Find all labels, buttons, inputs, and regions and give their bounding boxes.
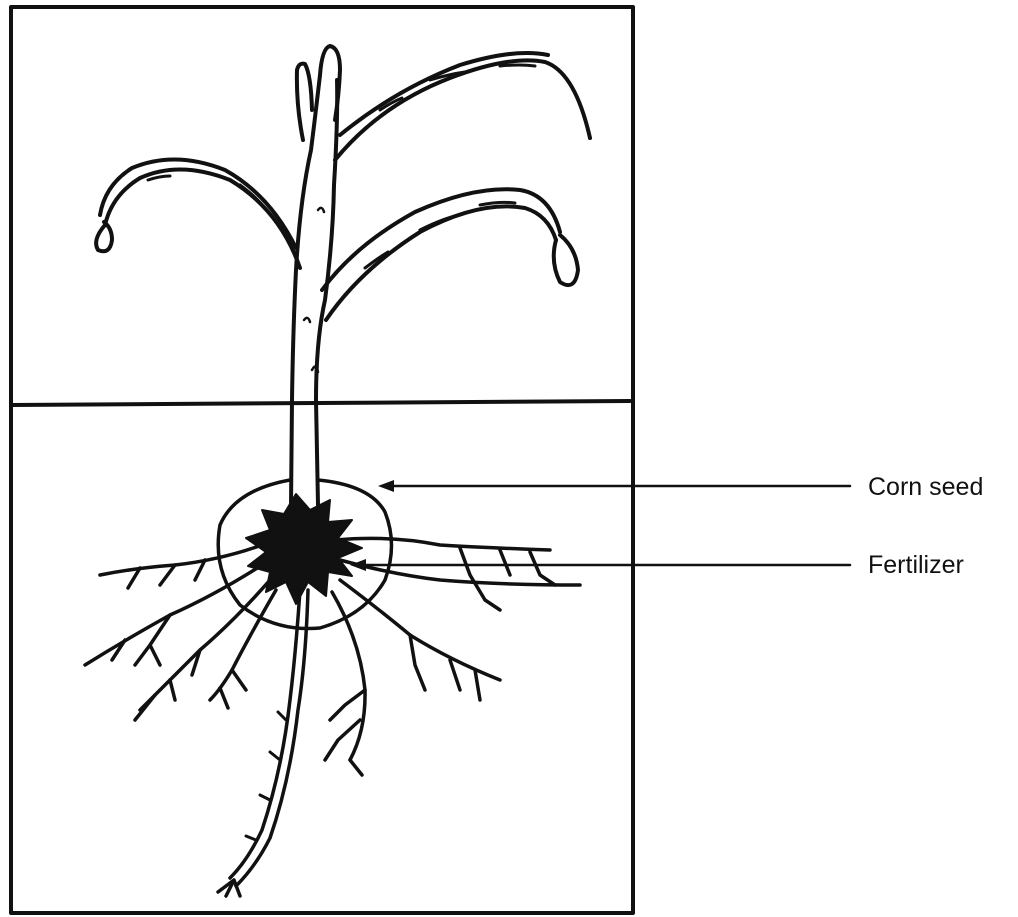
soil-line (11, 401, 630, 405)
frame-border (11, 7, 633, 913)
plant-roots (85, 538, 580, 896)
fertilizer-arrowhead (350, 559, 366, 571)
corn-seed-label: Corn seed (868, 475, 983, 500)
leaf-upper-right (335, 53, 590, 160)
corn-seed-arrowhead (378, 480, 394, 492)
leaf-left (96, 159, 300, 268)
leaf-lower-right (322, 189, 578, 320)
fertilizer-label: Fertilizer (868, 553, 964, 578)
